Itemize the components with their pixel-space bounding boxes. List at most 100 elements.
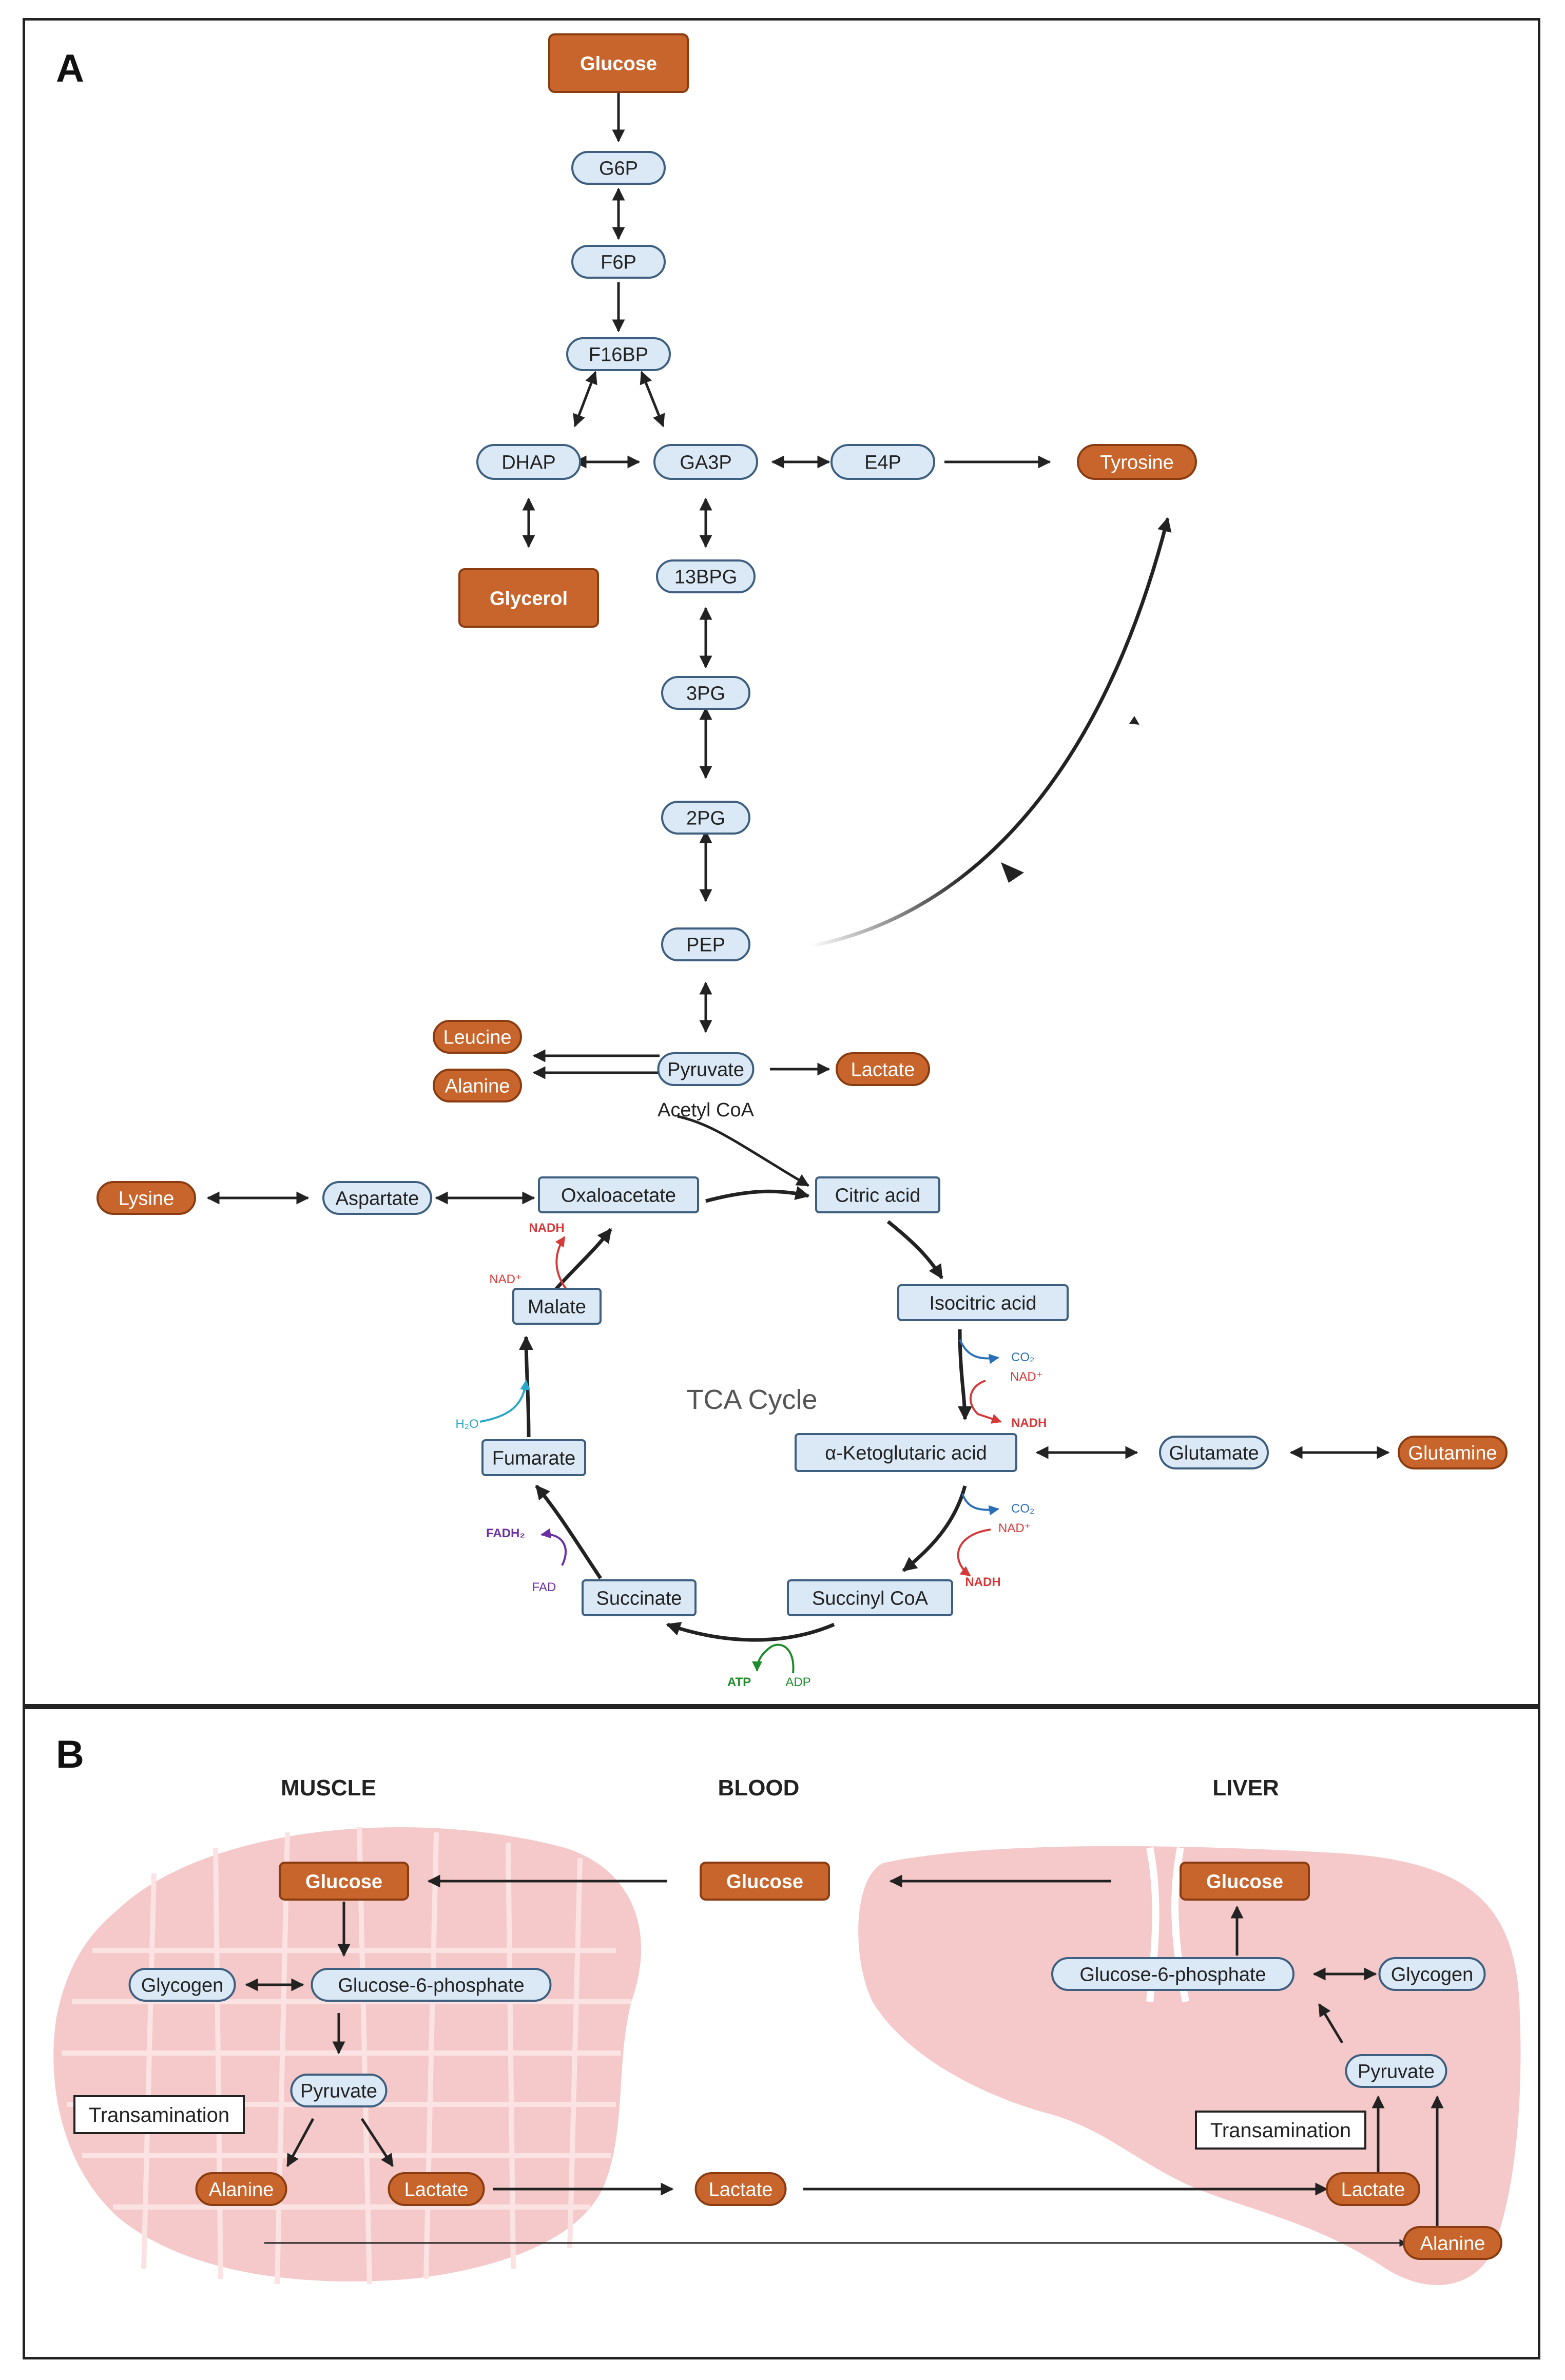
- node-malate: Malate: [512, 1288, 602, 1325]
- node-pg2-box: [661, 801, 750, 835]
- node-glutamate: Glutamate: [1159, 1436, 1269, 1469]
- adp-label: ADP: [785, 1675, 810, 1689]
- nadh-label: NADH: [529, 1221, 564, 1235]
- node-g6p-box: [571, 151, 666, 185]
- liver-transamination-label: Transamination: [1210, 2119, 1351, 2142]
- liver-glycogen-label: Glycogen: [1391, 1964, 1474, 1985]
- muscle-lactate-box: [388, 2172, 485, 2206]
- node-pyruvate: Pyruvate: [657, 1052, 755, 1086]
- h2o-label: H₂O: [455, 1417, 478, 1431]
- liver-pyruvate-label: Pyruvate: [1358, 2061, 1435, 2082]
- node-alanine: Alanine: [433, 1069, 522, 1102]
- node-malate-box: [512, 1288, 602, 1325]
- node-glycerol: Glycerol: [458, 568, 599, 628]
- nadh-label-2: NADH: [965, 1575, 1000, 1589]
- node-fumarate: Fumarate: [481, 1439, 586, 1476]
- node-dhap: DHAP: [476, 444, 581, 480]
- liver-glucose-box: [1180, 1862, 1310, 1901]
- blood-glucose-label: Glucose: [726, 1871, 803, 1892]
- node-oxaloacetate-box: [538, 1176, 699, 1213]
- node-succinate-box: [582, 1579, 697, 1616]
- muscle-lactate: Lactate: [388, 2172, 485, 2206]
- node-oxaloacetate: Oxaloacetate: [538, 1176, 699, 1213]
- node-bpg13-box: [656, 559, 756, 593]
- liver-lactate-box: [1326, 2172, 1420, 2206]
- node-g6p: G6P: [571, 151, 666, 185]
- liver-pyruvate-box: [1345, 2054, 1447, 2088]
- node-pyruvate-box: [657, 1052, 755, 1086]
- blood-glucose: Glucose: [700, 1862, 830, 1901]
- node-tyrosine: Tyrosine: [1077, 444, 1197, 480]
- node-bpg13: 13BPG: [656, 559, 756, 593]
- node-lysine-label: Lysine: [119, 1188, 174, 1209]
- liver-transamination-box: [1195, 2111, 1366, 2150]
- node-akg: α-Ketoglutaric acid: [795, 1433, 1017, 1472]
- node-succinate-label: Succinate: [596, 1588, 682, 1609]
- blood-glucose-box: [700, 1862, 830, 1901]
- liver-lactate-label: Lactate: [1341, 2179, 1405, 2200]
- nad-label-2: NAD⁺: [998, 1521, 1031, 1535]
- liver-glucose-label: Glucose: [1206, 1871, 1283, 1892]
- panel-b-headers: MUSCLE BLOOD LIVER: [281, 1775, 1279, 1801]
- cofactor-arrows: [479, 1236, 1002, 1674]
- node-f6p-label: F6P: [601, 251, 636, 273]
- liver-glycogen-box: [1378, 1957, 1486, 1991]
- node-tyrosine-box: [1077, 444, 1197, 480]
- mid-arrowhead-2: [1129, 716, 1139, 725]
- node-glucose-label: Glucose: [580, 53, 657, 74]
- co2-label-2: CO₂: [1011, 1502, 1034, 1516]
- panel-a-arrows: [206, 85, 1390, 1459]
- node-pep-label: PEP: [686, 934, 725, 956]
- muscle-pyruvate: Pyruvate: [290, 2074, 388, 2107]
- muscle-glucose-box: [279, 1862, 409, 1901]
- node-glucose-box: [548, 33, 689, 93]
- tca-cycle-arrows: [519, 1186, 972, 1642]
- tca-cycle-title: TCA Cycle: [686, 1384, 817, 1415]
- node-aspartate: Aspartate: [322, 1181, 432, 1215]
- node-isocitric-acid: Isocitric acid: [897, 1284, 1069, 1321]
- node-leucine: Leucine: [433, 1020, 522, 1054]
- node-pg3: 3PG: [661, 676, 750, 710]
- node-glutamine-box: [1398, 1436, 1508, 1469]
- node-dhap-box: [476, 444, 581, 480]
- liver-transamination: Transamination: [1195, 2111, 1366, 2150]
- node-f6p: F6P: [571, 245, 666, 279]
- cofactor-labels: NADH NAD⁺ H₂O CO₂ NAD⁺ NADH CO₂ NAD⁺ NAD…: [455, 1221, 1047, 1689]
- node-glucose: Glucose: [548, 33, 689, 93]
- node-e4p: E4P: [830, 444, 935, 480]
- node-ga3p: GA3P: [653, 444, 758, 480]
- acetyl-coa-label: Acetyl CoA: [658, 1099, 755, 1121]
- muscle-g6p-box: [311, 1968, 552, 2002]
- panel-b-label: B: [56, 1733, 84, 1776]
- node-lysine-box: [96, 1181, 196, 1215]
- liver-g6p-label: Glucose-6-phosphate: [1079, 1964, 1266, 1985]
- node-fumarate-label: Fumarate: [492, 1447, 576, 1469]
- muscle-transamination-label: Transamination: [89, 2104, 229, 2126]
- node-akg-box: [795, 1433, 1017, 1472]
- node-succinyl-coa-label: Succinyl CoA: [812, 1588, 929, 1609]
- node-pg3-label: 3PG: [686, 683, 725, 704]
- muscle-glucose: Glucose: [279, 1862, 409, 1901]
- muscle-pyruvate-label: Pyruvate: [300, 2080, 377, 2102]
- nad-label: NAD⁺: [489, 1272, 521, 1286]
- node-pg3-box: [661, 676, 750, 710]
- liver-alanine-box: [1403, 2226, 1502, 2260]
- fadh2-label: FADH₂: [486, 1526, 525, 1540]
- muscle-lactate-label: Lactate: [404, 2179, 469, 2200]
- node-lysine: Lysine: [96, 1181, 196, 1215]
- panel-b-arrows: [245, 1874, 1444, 2247]
- node-f6p-box: [571, 245, 666, 279]
- atp-label: ATP: [727, 1675, 751, 1689]
- node-ga3p-label: GA3P: [680, 452, 731, 473]
- panel-a: A: [23, 18, 1540, 1707]
- node-alanine-label: Alanine: [445, 1075, 510, 1097]
- node-pyruvate-label: Pyruvate: [667, 1059, 744, 1080]
- node-pep: PEP: [661, 927, 750, 961]
- muscle-pyruvate-box: [290, 2074, 388, 2107]
- node-ga3p-box: [653, 444, 758, 480]
- muscle-alanine: Alanine: [195, 2172, 287, 2206]
- muscle-glycogen-label: Glycogen: [141, 1975, 224, 1996]
- node-isocitric-acid-box: [897, 1284, 1069, 1321]
- muscle-glycogen: Glycogen: [128, 1968, 236, 2002]
